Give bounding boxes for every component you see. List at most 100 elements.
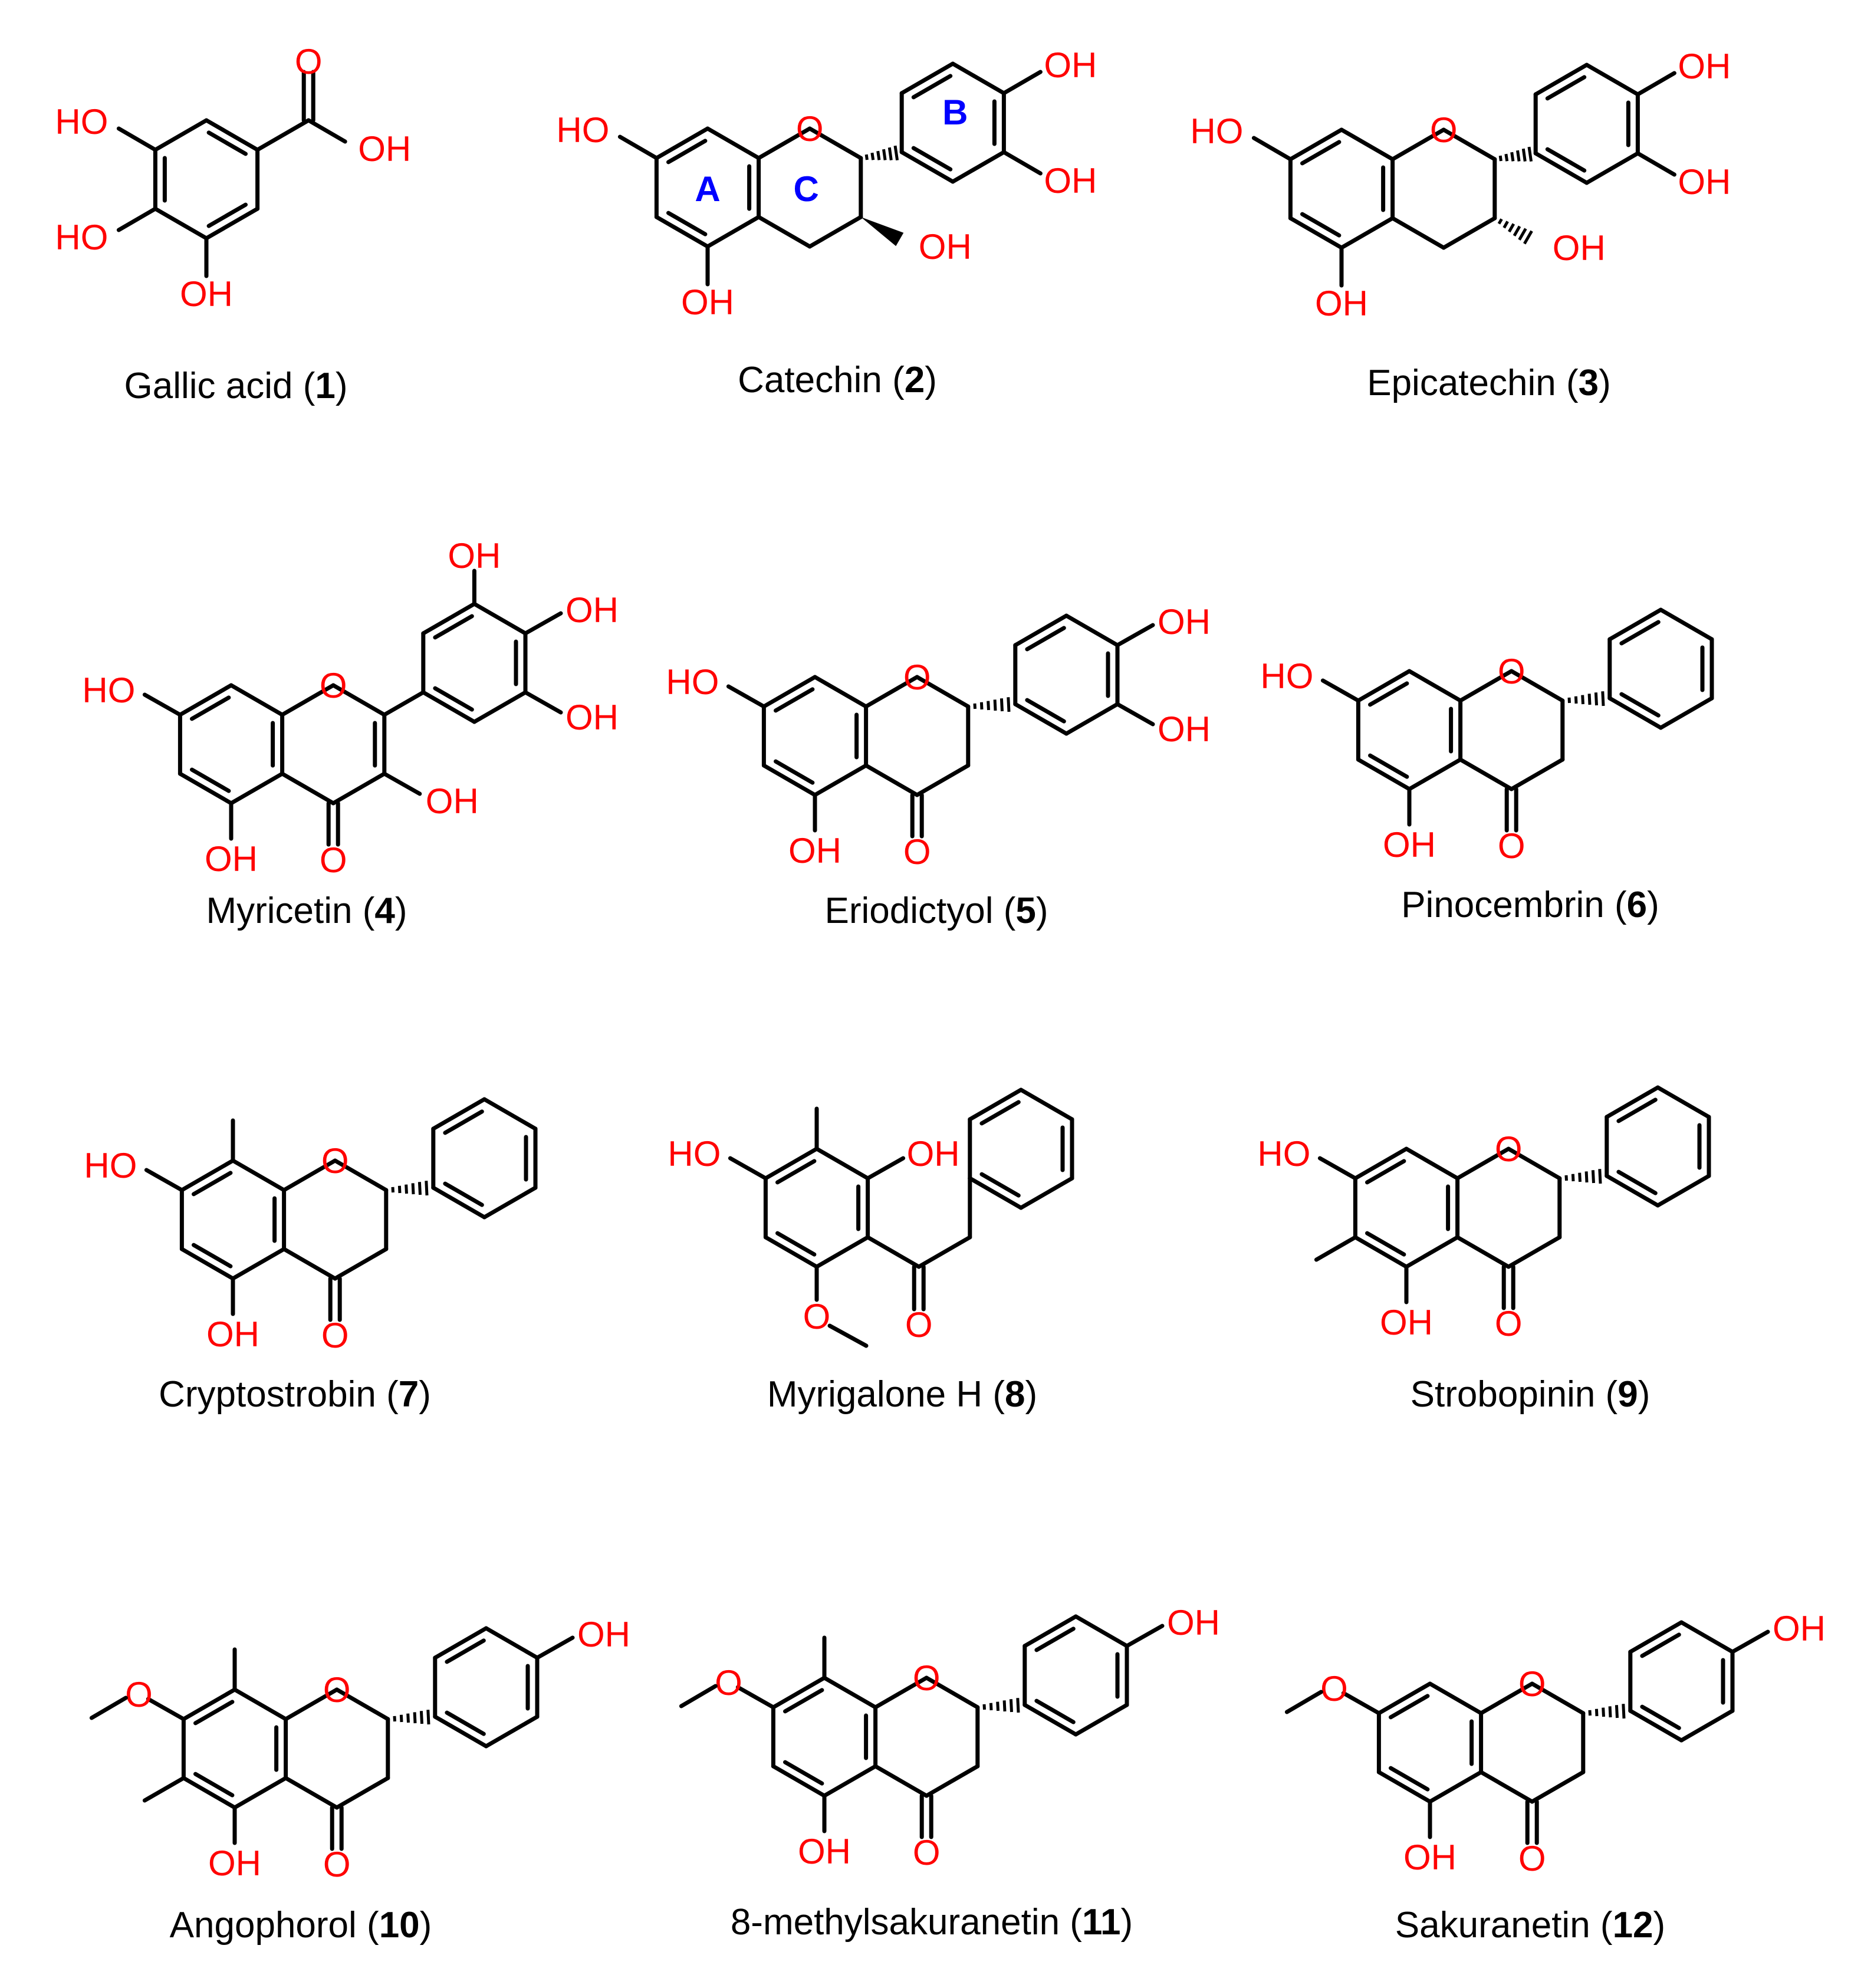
compound-number: 9 bbox=[1617, 1374, 1638, 1415]
hashed-wedge-bond bbox=[1504, 153, 1509, 162]
atom-label: O bbox=[715, 1663, 742, 1703]
solid-wedge-bond bbox=[860, 217, 904, 247]
ring-bond bbox=[1064, 613, 1120, 648]
atom-label: O bbox=[905, 1305, 933, 1345]
atom-label: OH bbox=[907, 1134, 960, 1174]
ring-bond bbox=[231, 1247, 287, 1281]
hashed-wedge-bond bbox=[1498, 155, 1503, 162]
double-bond-line bbox=[1619, 620, 1661, 646]
atom-label: O bbox=[320, 840, 347, 880]
bond bbox=[807, 126, 863, 160]
compound-number: 3 bbox=[1579, 363, 1599, 403]
ring-bond bbox=[814, 1146, 870, 1181]
bond bbox=[382, 690, 426, 717]
bond bbox=[864, 675, 919, 709]
compound-caption: Myrigalone H (8) bbox=[767, 1374, 1037, 1415]
double-bond-line bbox=[775, 1231, 817, 1257]
ring-bond bbox=[231, 1158, 287, 1192]
double-bond-line bbox=[1545, 147, 1587, 173]
compound-caption: Strobopinin (9) bbox=[1411, 1374, 1651, 1415]
ring-bond bbox=[1658, 607, 1714, 642]
ring-bond bbox=[1356, 757, 1412, 791]
compound-name: Epicatechin ( bbox=[1367, 363, 1579, 403]
ring-bond bbox=[813, 675, 869, 709]
bond bbox=[1001, 150, 1043, 176]
atom-label: OH bbox=[1044, 161, 1097, 201]
atom-label: OH bbox=[208, 1844, 261, 1883]
bond bbox=[333, 1158, 389, 1192]
atom-label: O bbox=[295, 42, 323, 81]
bond bbox=[1458, 757, 1514, 791]
compound-name: Eriodictyol ( bbox=[824, 891, 1015, 931]
atom-label: HO bbox=[668, 1134, 721, 1174]
bond bbox=[1455, 1146, 1511, 1181]
bond bbox=[1509, 757, 1565, 791]
hashed-wedge-bond bbox=[1002, 1700, 1007, 1712]
ring-label-b: B bbox=[942, 93, 968, 132]
ring-bond bbox=[1628, 1708, 1684, 1743]
bond bbox=[1530, 1770, 1586, 1804]
bond bbox=[873, 1764, 929, 1798]
double-bond-line bbox=[979, 1100, 1021, 1126]
bond bbox=[1115, 623, 1155, 648]
hashed-wedge-bond bbox=[1622, 1704, 1626, 1719]
ring-bond bbox=[1679, 1620, 1735, 1654]
atom-label: OH bbox=[577, 1615, 630, 1654]
ring-bond bbox=[654, 215, 710, 249]
compound-caption: Epicatechin (3) bbox=[1367, 363, 1611, 403]
ring-bond bbox=[813, 763, 869, 797]
atom-label: O bbox=[1495, 1129, 1523, 1169]
ring-bond bbox=[1605, 1174, 1660, 1208]
bond bbox=[617, 134, 659, 160]
compound-name: Gallic acid ( bbox=[124, 366, 315, 406]
atom-label: O bbox=[125, 1675, 153, 1714]
compound-caption: 8-methylsakuranetin (11) bbox=[731, 1902, 1133, 1943]
hashed-wedge-bond bbox=[882, 149, 887, 160]
bond bbox=[1320, 678, 1360, 703]
atom-label: OH bbox=[1380, 1303, 1433, 1342]
bond bbox=[535, 1635, 575, 1660]
atom-label: OH bbox=[919, 227, 972, 267]
bond bbox=[1441, 216, 1497, 250]
hashed-wedge-bond bbox=[393, 1716, 396, 1722]
atom-label: OH bbox=[566, 590, 619, 630]
ring-bond bbox=[153, 206, 209, 241]
ring-bond bbox=[1018, 1176, 1074, 1210]
atom-label: OH bbox=[205, 839, 258, 879]
bond bbox=[280, 683, 336, 717]
bond bbox=[915, 763, 971, 797]
bond bbox=[1390, 216, 1446, 250]
ring-bond bbox=[204, 206, 260, 241]
double-bond-line bbox=[783, 1760, 824, 1786]
hashed-wedge-bond bbox=[1584, 1171, 1589, 1183]
atom-label: OH bbox=[788, 831, 841, 870]
hashed-wedge-bond bbox=[987, 701, 990, 711]
atom-label: HO bbox=[55, 102, 108, 142]
ring-bond bbox=[179, 1247, 235, 1281]
hashed-wedge-bond bbox=[982, 1704, 986, 1710]
bond bbox=[864, 763, 919, 797]
double-bond-line bbox=[911, 74, 953, 100]
atom-label: OH bbox=[681, 282, 734, 322]
ring-bond bbox=[1288, 127, 1344, 162]
ring-bond bbox=[899, 150, 955, 184]
ring-bond bbox=[822, 1764, 878, 1798]
double-bond-line bbox=[193, 1772, 235, 1798]
ring-bond bbox=[229, 771, 285, 806]
hashed-wedge-bond bbox=[1000, 698, 1004, 712]
ring-bond bbox=[1655, 1174, 1711, 1208]
atom-label: O bbox=[1498, 652, 1525, 691]
double-bond-line bbox=[1640, 1632, 1681, 1658]
double-bond-line bbox=[774, 687, 815, 713]
ring-bond bbox=[771, 1675, 827, 1710]
bond bbox=[280, 771, 336, 806]
compound-caption: Catechin (2) bbox=[738, 360, 937, 400]
bond bbox=[523, 690, 563, 715]
double-bond-line bbox=[433, 686, 474, 712]
hashed-wedge-bond bbox=[406, 1713, 410, 1723]
ring-bond bbox=[1376, 1681, 1432, 1716]
ring-bond bbox=[899, 61, 955, 96]
